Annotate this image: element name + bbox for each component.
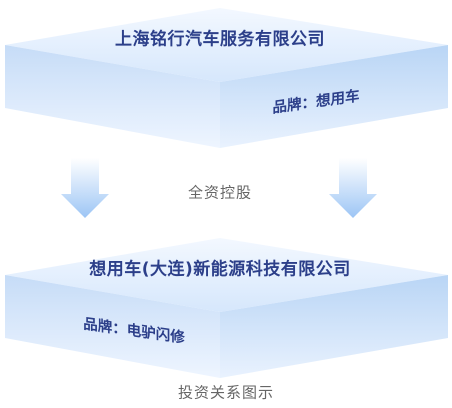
bottom-company-slab: [5, 238, 448, 378]
top-slab-face: [5, 8, 448, 82]
top-company-name: 上海铭行汽车服务有限公司: [115, 29, 325, 50]
bottom-slab-face: [5, 238, 448, 312]
bottom-company-name: 想用车(大连)新能源科技有限公司: [89, 259, 351, 280]
relation-label: 全资控股: [187, 183, 253, 202]
diagram-caption: 投资关系图示: [177, 383, 275, 402]
bottom-slab-left-side: [5, 275, 220, 378]
bottom-slab-right-side: [220, 275, 448, 378]
top-slab-right-side: [220, 45, 448, 148]
arrow-right-icon: [329, 158, 377, 218]
top-company-slab: [5, 8, 448, 148]
top-slab-left-side: [5, 45, 220, 148]
arrow-left-icon: [61, 158, 109, 218]
